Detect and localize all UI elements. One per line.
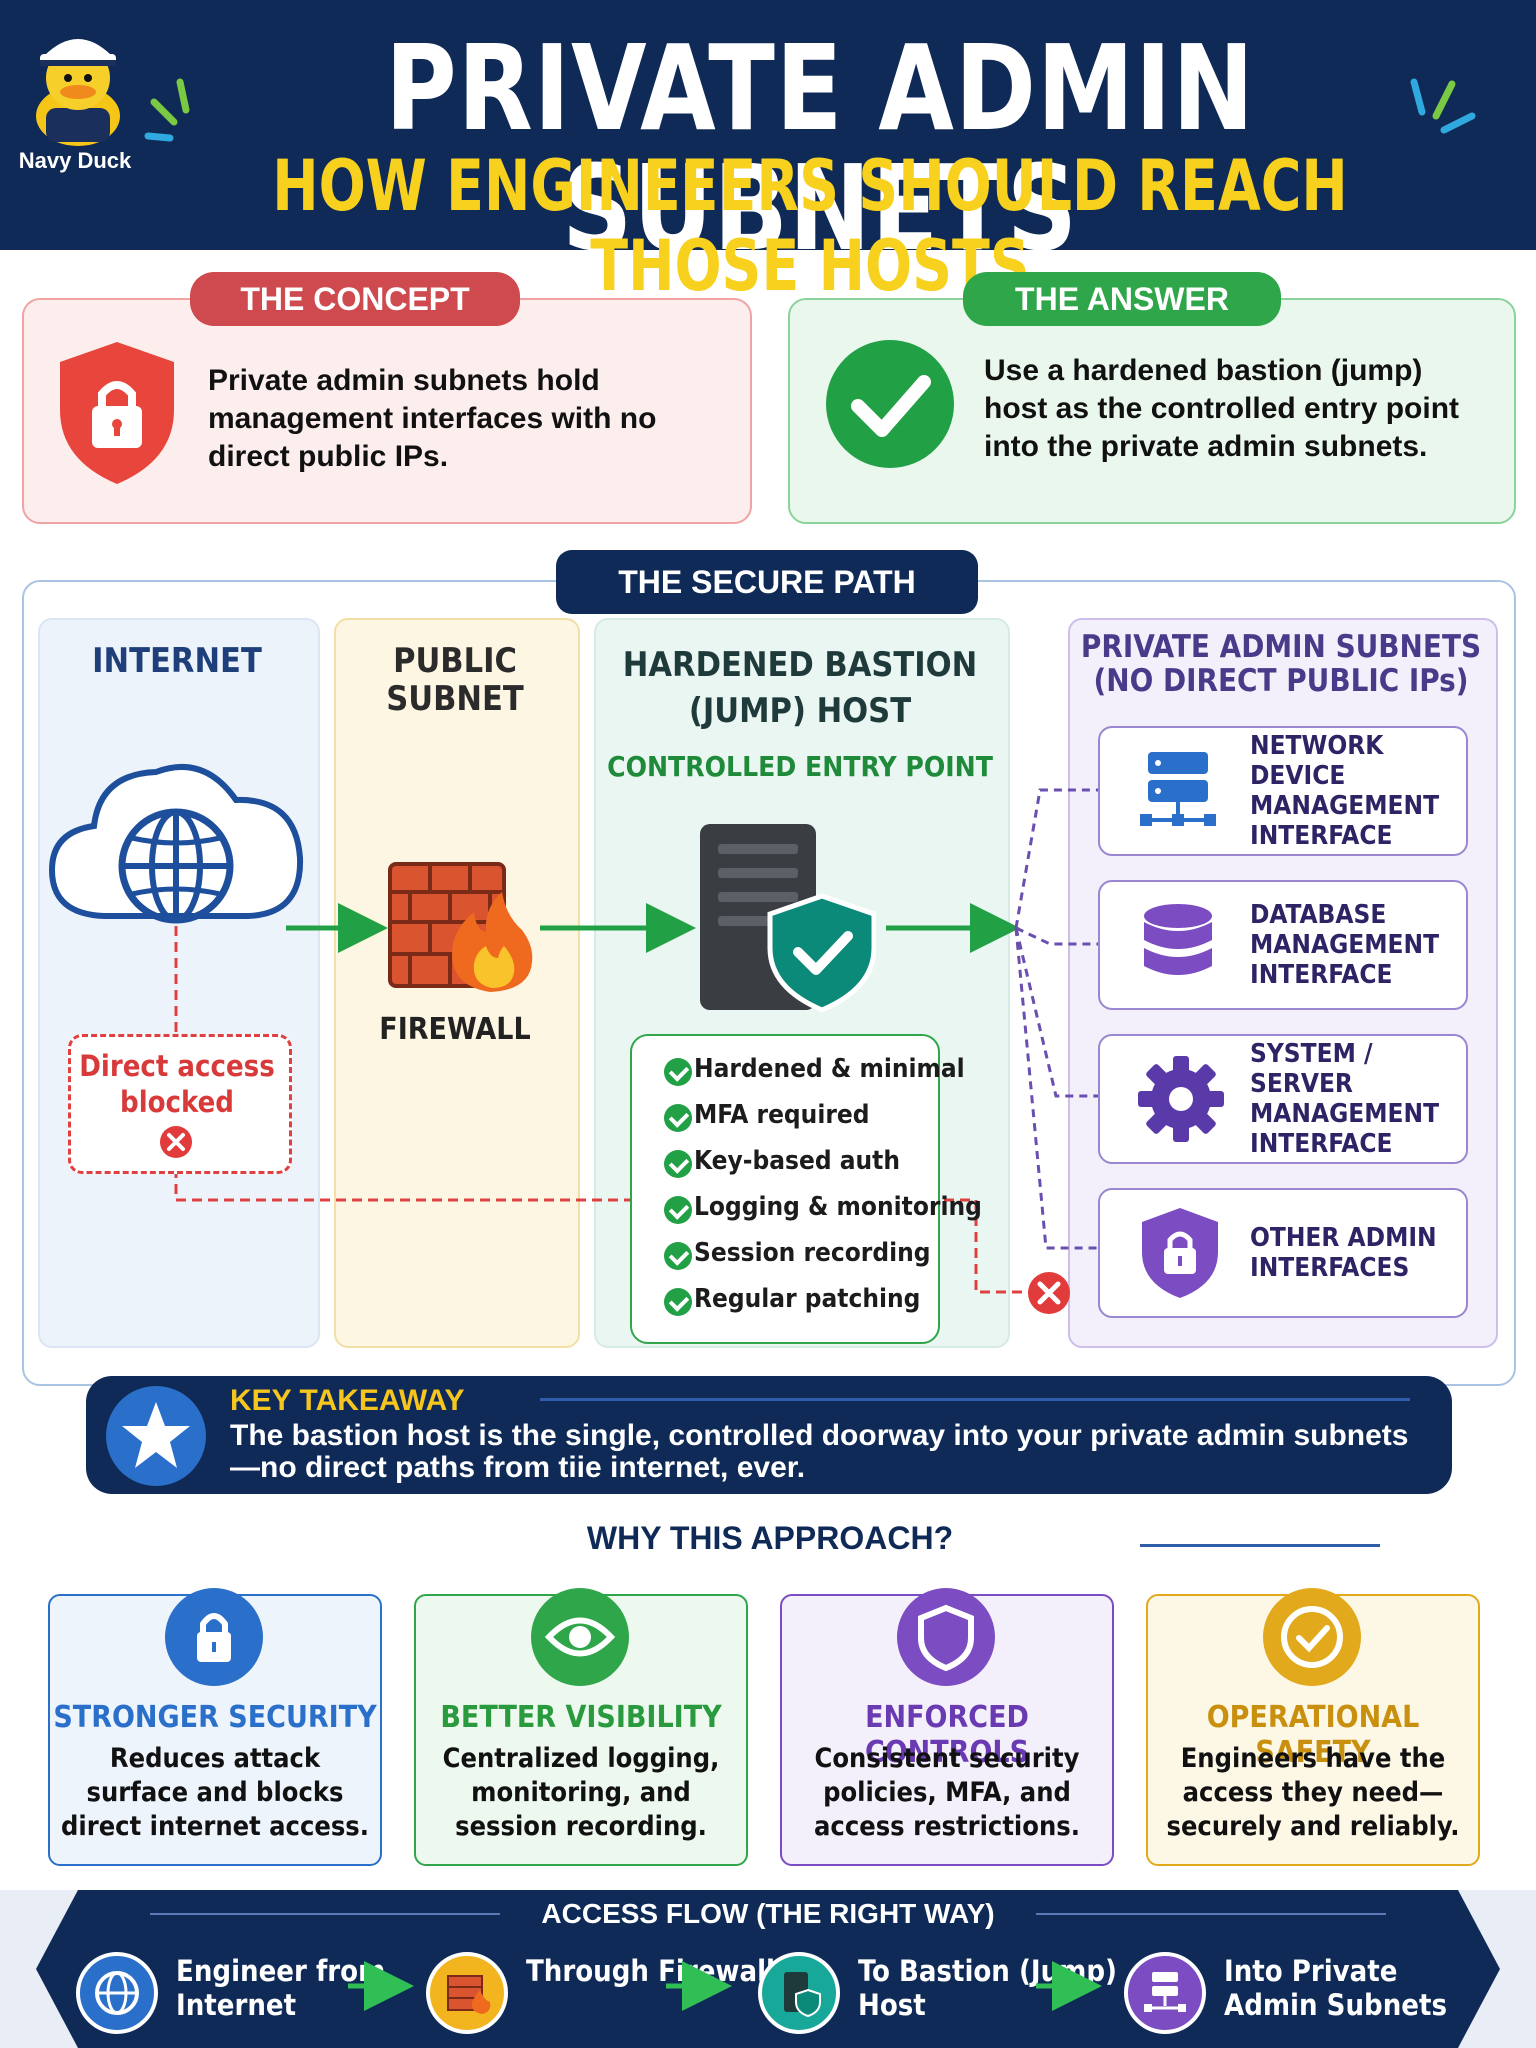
check-icon [664,1150,692,1178]
firewall-label: FIREWALL [379,1012,531,1047]
check-icon [664,1288,692,1316]
blocked-x-icon [1028,1272,1070,1314]
bastion-icon [758,1952,840,2034]
flow-step: To Bastion (Jump) Host [758,1942,1117,2038]
checklist-item: Logging & monitoring [664,1192,982,1224]
firewall-icon [426,1952,508,2034]
check-icon [664,1104,692,1132]
controlled-entry-label: CONTROLLED ENTRY POINT [607,750,993,783]
path-connectors [174,788,1098,1294]
why-card-controls: ENFORCED CONTROLS Consistent security po… [780,1588,1114,1866]
why-card-security: STRONGER SECURITY Reduces attack surface… [48,1588,382,1866]
cloud-globe-icon [48,763,304,924]
flow-step-label: Into Private Admin Subnets [1224,1954,1447,2022]
admin-interface-card: OTHER ADMIN INTERFACES [1098,1188,1468,1318]
flow-step-label: Engineer from Internet [176,1954,386,2022]
why-section-title: WHY THIS APPROACH? [586,1520,954,1556]
globe-icon [76,1952,158,2034]
admin-interface-label: SYSTEM / SERVER MANAGEMENT INTERFACE [1250,1039,1440,1159]
page-subtitle: HOW ENGINEEERS SHOULD REACH THOSE HOSTS [272,145,1348,307]
public-subnet-label: PUBLIC SUBNET [386,641,524,719]
concept-text: Private admin subnets hold management in… [208,364,657,473]
why-card-desc: Consistent security policies, MFA, and a… [814,1743,1080,1842]
network-icon [1124,1952,1206,2034]
check-circle-icon [826,340,954,468]
checklist-item: MFA required [664,1100,870,1132]
bastion-server-icon [700,824,876,1013]
lock-shield-icon [1142,1208,1218,1298]
gear-icon [1138,1056,1224,1142]
key-takeaway-text: The bastion host is the single, controll… [230,1419,1409,1484]
checklist-item: Key-based auth [664,1146,900,1178]
flow-step: Engineer from Internet [76,1942,385,2038]
admin-interface-label: NETWORK DEVICE MANAGEMENT INTERFACE [1250,731,1440,851]
network-device-icon [1140,752,1216,826]
concept-pill: THE CONCEPT [190,272,520,326]
flow-step-label: Through Firewall [526,1954,775,1988]
check-icon [664,1196,692,1224]
why-card-desc: Centralized logging, monitoring, and ses… [442,1743,720,1842]
why-card-title: STRONGER SECURITY [53,1700,377,1735]
admin-interface-card: SYSTEM / SERVER MANAGEMENT INTERFACE [1098,1034,1468,1164]
check-icon [664,1058,692,1086]
checklist-item: Regular patching [664,1284,920,1316]
check-badge-icon [1263,1588,1361,1686]
key-takeaway-title: KEY TAKEAWAY [230,1384,465,1417]
flow-step: Through Firewall [426,1942,775,2038]
lock-icon [165,1588,263,1686]
admin-interface-label: OTHER ADMIN INTERFACES [1250,1223,1437,1283]
private-subnets-label: PRIVATE ADMIN SUBNETS (NO DIRECT PUBLIC … [1080,629,1482,699]
direct-access-blocked-label: Direct access blocked [79,1049,275,1119]
logo-label: Navy Duck [18,148,132,173]
shield-icon [897,1588,995,1686]
internet-column [38,618,320,1348]
secure-path-title: THE SECURE PATH [556,550,978,614]
database-icon [1144,904,1212,975]
page-title: PRIVATE ADMIN SUBNETS [385,19,1255,277]
answer-text: Use a hardened bastion (jump) host as th… [984,354,1460,463]
bastion-label: HARDENED BASTION (JUMP) HOST [622,645,978,731]
flow-arrows [348,1961,1102,2011]
firewall-icon [388,862,533,992]
why-card-title: ENFORCED CONTROLS [864,1700,1030,1770]
checklist-item: Hardened & minimal [664,1054,965,1086]
eye-icon [531,1588,629,1686]
access-flow-title: ACCESS FLOW (THE RIGHT WAY) [541,1898,995,1929]
takeaway-divider [540,1398,1410,1401]
admin-interface-card: NETWORK DEVICE MANAGEMENT INTERFACE [1098,726,1468,856]
navy-duck-logo-icon [36,39,120,146]
why-card-desc: Reduces attack surface and blocks direct… [61,1743,369,1842]
answer-pill: THE ANSWER [963,272,1281,326]
internet-label: INTERNET [92,641,262,681]
check-icon [664,1242,692,1270]
why-card-desc: Engineers have the access they need—secu… [1166,1743,1460,1842]
admin-interface-card: DATABASE MANAGEMENT INTERFACE [1098,880,1468,1010]
sparkle-left-icon [144,78,190,142]
why-card-title: OPERATIONAL SAFETY [1206,1700,1420,1770]
why-card-visibility: BETTER VISIBILITY Centralized logging, m… [414,1588,748,1866]
why-card-title: BETTER VISIBILITY [440,1700,722,1735]
key-takeaway-banner [86,1376,1452,1494]
sparkle-right-icon [1410,78,1476,134]
blocked-circle-x-icon [160,1126,192,1158]
star-icon [106,1386,206,1486]
flow-step: Into Private Admin Subnets [1124,1942,1464,2038]
lock-shield-icon [60,342,174,484]
why-card-safety: OPERATIONAL SAFETY Engineers have the ac… [1146,1588,1480,1866]
admin-interface-label: DATABASE MANAGEMENT INTERFACE [1250,900,1440,990]
checklist-item: Session recording [664,1238,931,1270]
bastion-checklist: Hardened & minimal MFA required Key-base… [630,1034,982,1344]
header-banner [0,0,1536,250]
why-divider [1140,1544,1380,1547]
